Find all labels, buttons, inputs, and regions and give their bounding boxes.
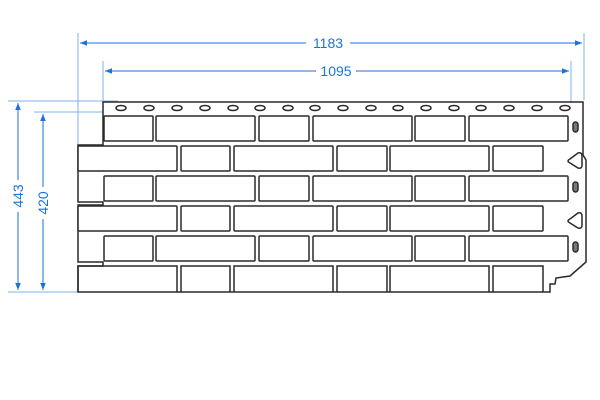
brick-row-6 (77, 265, 544, 292)
brick (468, 175, 569, 202)
nail-slot-icon (282, 104, 294, 112)
brick (336, 145, 388, 172)
keyhole-icon (567, 152, 583, 169)
brick (103, 115, 154, 142)
brick (312, 115, 413, 142)
brick-grid (77, 115, 569, 292)
right-fasteners (567, 121, 583, 253)
brick (180, 205, 231, 232)
brick-row-5 (103, 235, 569, 262)
brick (468, 115, 569, 142)
dimension-effective-height: 420 (35, 114, 51, 290)
overall-height-label: 443 (10, 184, 26, 208)
nail-slot-icon (531, 104, 543, 112)
brick (414, 235, 466, 262)
brick-row-3 (103, 175, 569, 202)
nail-slot-icon (420, 104, 432, 112)
extension-lines (8, 33, 585, 293)
brick (77, 205, 178, 232)
brick (155, 175, 256, 202)
brick (258, 175, 310, 202)
nail-slot-icon (171, 104, 183, 112)
brick (103, 235, 154, 262)
brick (492, 205, 544, 232)
brick (312, 175, 413, 202)
brick (389, 145, 490, 172)
brick (312, 235, 413, 262)
dimension-effective-width: 1095 (105, 63, 569, 79)
brick (155, 115, 256, 142)
brick-row-4 (77, 205, 544, 232)
nail-slot-icon (227, 104, 239, 112)
slot-icon (572, 181, 579, 193)
nail-slot-icon (337, 104, 349, 112)
brick (77, 145, 178, 172)
nail-slot-icon (199, 104, 211, 112)
brick (180, 145, 231, 172)
nail-slot-icon (559, 104, 571, 112)
brick-row-1 (103, 115, 569, 142)
effective-width-label: 1095 (320, 63, 351, 79)
nail-slot-icon (475, 104, 487, 112)
brick (414, 115, 466, 142)
nail-slot-icon (309, 104, 321, 112)
slot-icon (572, 241, 579, 253)
slot-icon (572, 121, 579, 133)
brick-row-2 (77, 145, 544, 172)
dimension-overall-height: 443 (10, 103, 26, 290)
brick (233, 145, 334, 172)
brick (389, 205, 490, 232)
nail-slot-icon (115, 104, 127, 112)
brick (492, 145, 544, 172)
nail-slot-icon (365, 104, 377, 112)
brick (414, 175, 466, 202)
nail-slot-icon (448, 104, 460, 112)
nail-slot-icon (392, 104, 404, 112)
brick (336, 205, 388, 232)
nail-slot-icon (503, 104, 515, 112)
brick (155, 235, 256, 262)
brick (258, 235, 310, 262)
effective-height-label: 420 (35, 191, 51, 215)
brick (468, 235, 569, 262)
brick (233, 205, 334, 232)
overall-width-label: 1183 (313, 35, 343, 51)
keyhole-icon (567, 212, 583, 229)
nail-slot-icon (143, 104, 155, 112)
brick (103, 175, 154, 202)
dimension-overall-width: 1183 (80, 35, 582, 51)
nail-slot-strip (115, 104, 571, 112)
brick (258, 115, 310, 142)
nail-slot-icon (254, 104, 266, 112)
